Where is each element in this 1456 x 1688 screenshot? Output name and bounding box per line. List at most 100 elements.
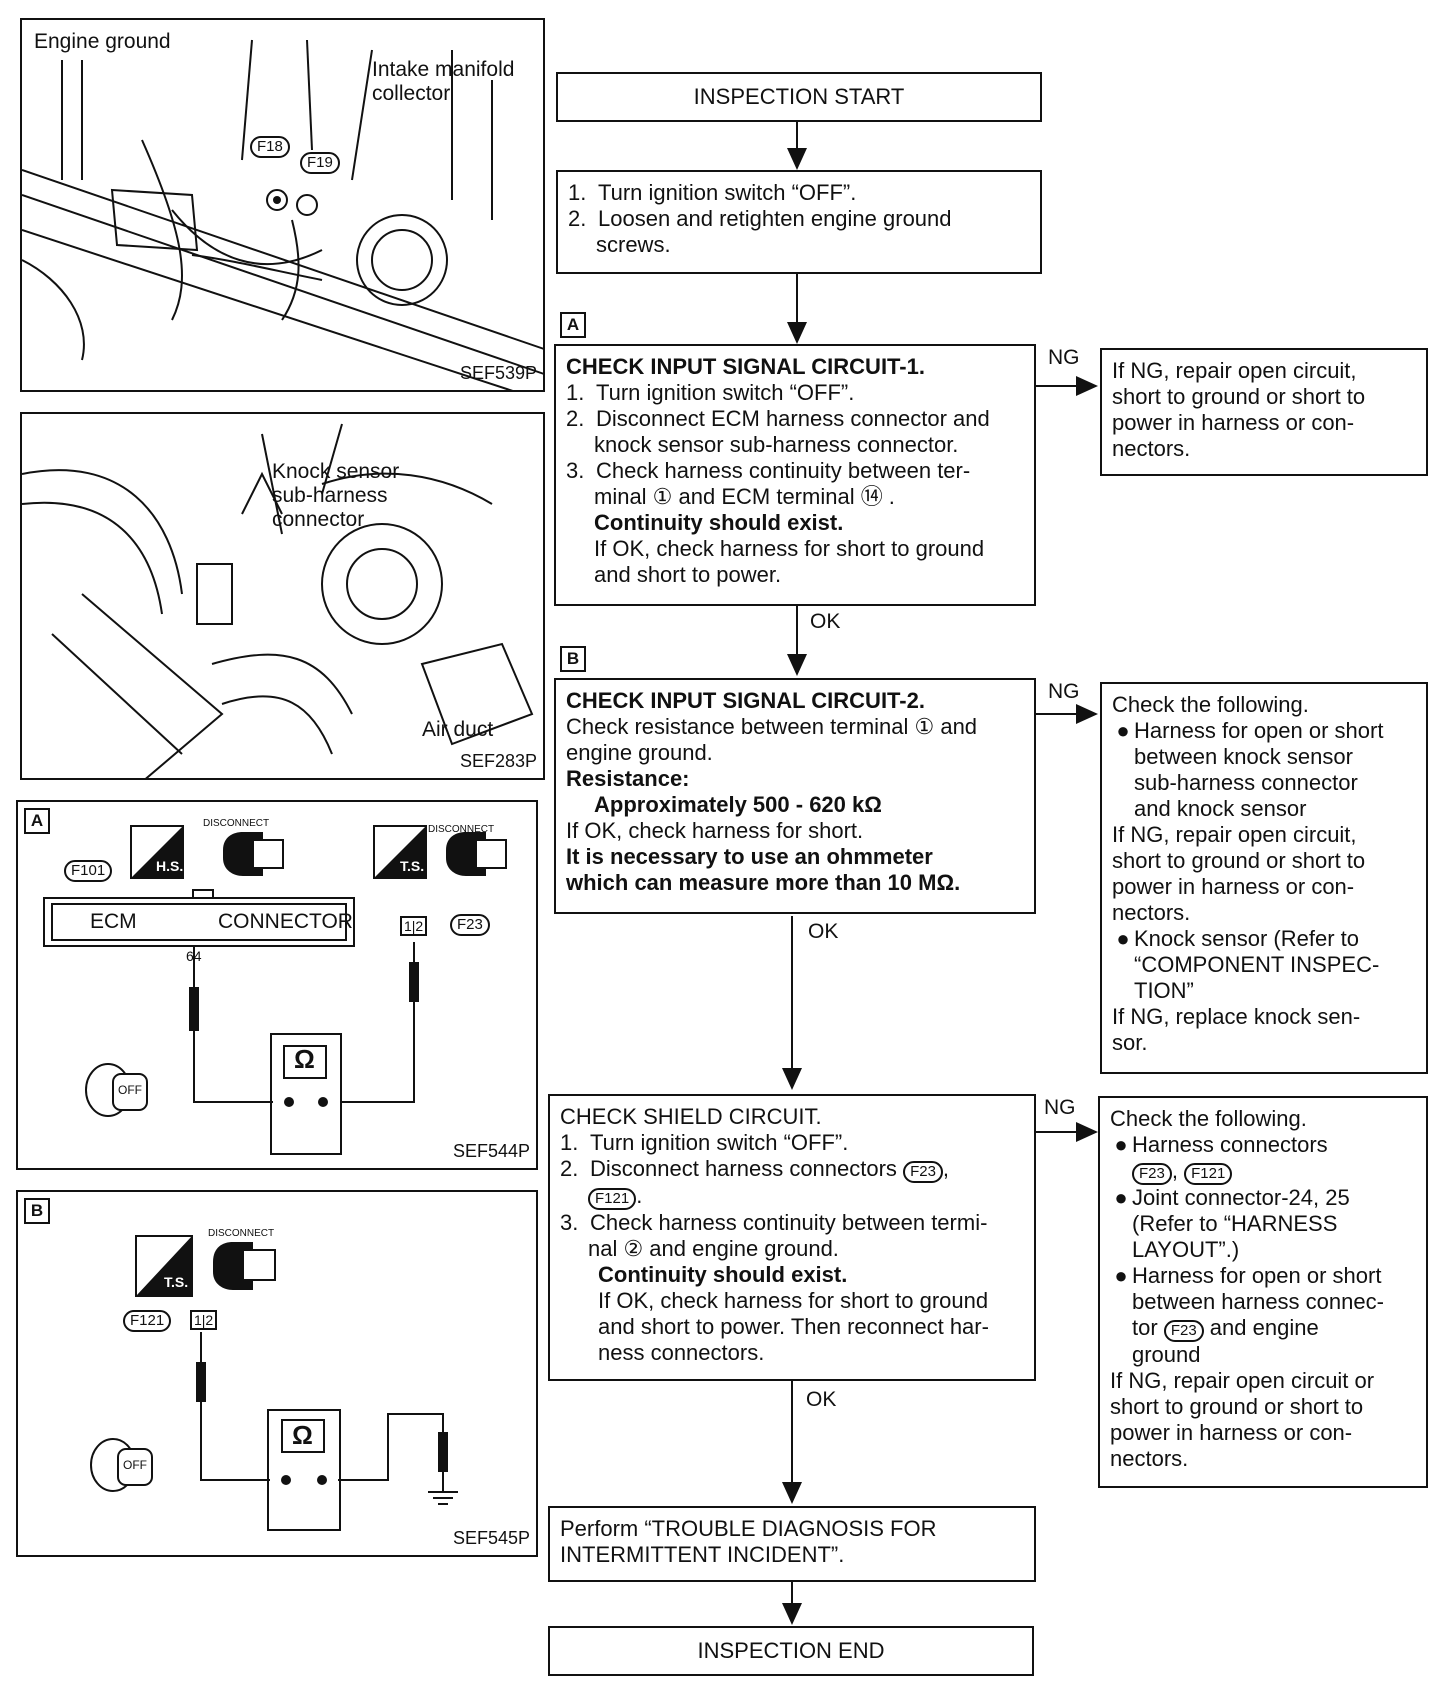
connector-f101-label: F101 bbox=[64, 860, 113, 882]
disconnect-label: DISCONNECT bbox=[208, 1228, 275, 1239]
ng-text: short to ground or short to bbox=[1112, 384, 1366, 409]
ng-check-box-b: Check the following. ●Harness for open o… bbox=[1100, 682, 1428, 1074]
step-text: ness connectors. bbox=[598, 1340, 765, 1365]
bullet-text: (Refer to “HARNESS bbox=[1132, 1211, 1338, 1236]
step-text: Disconnect harness connectors bbox=[590, 1156, 897, 1181]
perform-trouble-diagnosis-box: Perform “TROUBLE DIAGNOSIS FOR INTERMITT… bbox=[548, 1506, 1036, 1582]
ohmmeter-symbol: Ω bbox=[294, 1044, 315, 1074]
inspection-end-box: INSPECTION END bbox=[548, 1626, 1034, 1676]
ng-text: If NG, repair open circuit, bbox=[1112, 358, 1357, 383]
resistance-value: Approximately 500 - 620 kΩ bbox=[594, 792, 882, 817]
step-text: Disconnect ECM harness connector and bbox=[596, 406, 990, 431]
circuit-a-diagram-panel: A DISCONNECT DISCONNECT H.S. T.S. F101 E… bbox=[16, 800, 538, 1170]
ng-head: Check the following. bbox=[1110, 1106, 1307, 1131]
step-text: nal ② and engine ground. bbox=[588, 1236, 839, 1261]
requirement-text: Continuity should exist. bbox=[594, 510, 844, 535]
bullet-text: between knock sensor bbox=[1134, 744, 1353, 769]
knock-sensor-illustration bbox=[22, 423, 534, 778]
ts-label: T.S. bbox=[164, 1274, 189, 1290]
bullet-text: and knock sensor bbox=[1134, 796, 1307, 821]
step1-box: 1. Turn ignition switch “OFF”. 2. Loosen a… bbox=[556, 170, 1042, 274]
knock-sensor-callout: Knock sensor bbox=[272, 460, 400, 483]
step-number: 2. bbox=[568, 206, 587, 231]
disconnect-label: DISCONNECT bbox=[203, 818, 270, 829]
step-text: Check resistance between terminal ① and bbox=[566, 714, 978, 739]
panel-tag-b: B bbox=[24, 1198, 50, 1224]
warning-text: which can measure more than 10 MΩ. bbox=[566, 870, 961, 895]
flow-tag-a: A bbox=[560, 312, 586, 338]
disconnect-label: DISCONNECT bbox=[428, 824, 495, 835]
bullet-text: Harness connectors bbox=[1132, 1132, 1328, 1157]
step-text: Turn ignition switch “OFF”. bbox=[598, 180, 857, 205]
step-text: If OK, check harness for short to ground bbox=[598, 1288, 989, 1313]
ng-repair-box-a: If NG, repair open circuit, short to gro… bbox=[1100, 348, 1428, 476]
step-number: 1. bbox=[568, 180, 587, 205]
ng-text: If NG, repair open circuit, bbox=[1112, 822, 1357, 847]
figure-code: SEF539P bbox=[459, 363, 537, 383]
off-label: OFF bbox=[123, 1458, 147, 1472]
figure-code: SEF545P bbox=[452, 1528, 530, 1548]
step-text: Check harness continuity between termi- bbox=[590, 1210, 988, 1235]
engine-ground-callout: Engine ground bbox=[34, 30, 171, 53]
step-text: knock sensor sub-harness connector. bbox=[594, 432, 959, 457]
check-shield-circuit-box: CHECK SHIELD CIRCUIT. 1.Turn ignition sw… bbox=[548, 1094, 1036, 1381]
ng-text: power in harness or con- bbox=[1112, 410, 1355, 435]
air-duct-callout: Air duct bbox=[422, 718, 494, 741]
bullet-text: Harness for open or short bbox=[1134, 718, 1384, 743]
panel-tag-a: A bbox=[24, 808, 50, 834]
ng-text: power in harness or con- bbox=[1110, 1420, 1353, 1445]
step-text: Turn ignition switch “OFF”. bbox=[596, 380, 855, 405]
ok-label: OK bbox=[808, 920, 839, 943]
ng-text: nectors. bbox=[1110, 1446, 1189, 1471]
pin-label: 1|2 bbox=[190, 1310, 218, 1330]
ng-text: power in harness or con- bbox=[1112, 874, 1355, 899]
bullet-text: “COMPONENT INSPEC- bbox=[1134, 952, 1380, 977]
ohmmeter-symbol: Ω bbox=[292, 1420, 313, 1450]
ng-label: NG bbox=[1048, 680, 1080, 703]
step-text: If OK, check harness for short to ground bbox=[594, 536, 985, 561]
intake-manifold-callout: Intake manifold bbox=[372, 58, 515, 81]
ng-text: short to ground or short to bbox=[1110, 1394, 1364, 1419]
requirement-text: Continuity should exist. bbox=[598, 1262, 848, 1287]
sub-harness-callout: sub-harness bbox=[272, 484, 388, 507]
bullet-text: tor bbox=[1132, 1315, 1158, 1340]
check-input-signal-circuit-1-box: CHECK INPUT SIGNAL CIRCUIT-1. 1.Turn ign… bbox=[554, 344, 1036, 606]
bullet-text: Knock sensor (Refer to bbox=[1134, 926, 1359, 951]
ng-check-box-c: Check the following. ●Harness connectors… bbox=[1098, 1096, 1428, 1488]
bullet-text: sub-harness connector bbox=[1134, 770, 1358, 795]
step-text: Loosen and retighten engine ground bbox=[598, 206, 952, 231]
step-text: and short to power. bbox=[594, 562, 782, 587]
perform-text: INTERMITTENT INCIDENT”. bbox=[560, 1542, 845, 1567]
ng-text: nectors. bbox=[1112, 436, 1191, 461]
step-text: Check harness continuity between ter- bbox=[596, 458, 971, 483]
step-text: Turn ignition switch “OFF”. bbox=[590, 1130, 849, 1155]
figure-code: SEF544P bbox=[452, 1141, 530, 1161]
bullet-text: LAYOUT”.) bbox=[1132, 1237, 1240, 1262]
ng-label: NG bbox=[1048, 346, 1080, 369]
engine-ground-photo-panel: Engine ground Intake manifold collector … bbox=[20, 18, 545, 392]
pin-label: 1|2 bbox=[400, 916, 428, 936]
hs-label: H.S. bbox=[156, 858, 184, 874]
ok-label: OK bbox=[806, 1388, 837, 1411]
inspection-start-box: INSPECTION START bbox=[556, 72, 1042, 122]
step-text: screws. bbox=[596, 232, 671, 257]
ng-head: Check the following. bbox=[1112, 692, 1309, 717]
ng-text: nectors. bbox=[1112, 900, 1191, 925]
connector-f121-label: F121 bbox=[1184, 1163, 1233, 1185]
connector-f18-label: F18 bbox=[250, 136, 290, 158]
intake-collector-callout: collector bbox=[372, 82, 451, 105]
connector-f19-label: F19 bbox=[300, 152, 340, 174]
box-title: CHECK SHIELD CIRCUIT. bbox=[560, 1104, 822, 1129]
bullet-text: and engine bbox=[1209, 1315, 1319, 1340]
bullet-text: TION” bbox=[1134, 978, 1194, 1003]
step-text: minal ① and ECM terminal ⑭ . bbox=[594, 484, 895, 509]
ng-text: If NG, replace knock sen- bbox=[1112, 1004, 1361, 1029]
box-title: CHECK INPUT SIGNAL CIRCUIT-2. bbox=[566, 688, 925, 713]
connector-f121-label: F121 bbox=[123, 1310, 172, 1332]
bullet-text: ground bbox=[1132, 1342, 1201, 1367]
circuit-a-wiring bbox=[43, 825, 507, 1155]
ts-label: T.S. bbox=[400, 858, 425, 874]
ng-text: sor. bbox=[1112, 1030, 1148, 1055]
off-label: OFF bbox=[118, 1083, 142, 1097]
circuit-b-wiring bbox=[90, 1235, 458, 1531]
